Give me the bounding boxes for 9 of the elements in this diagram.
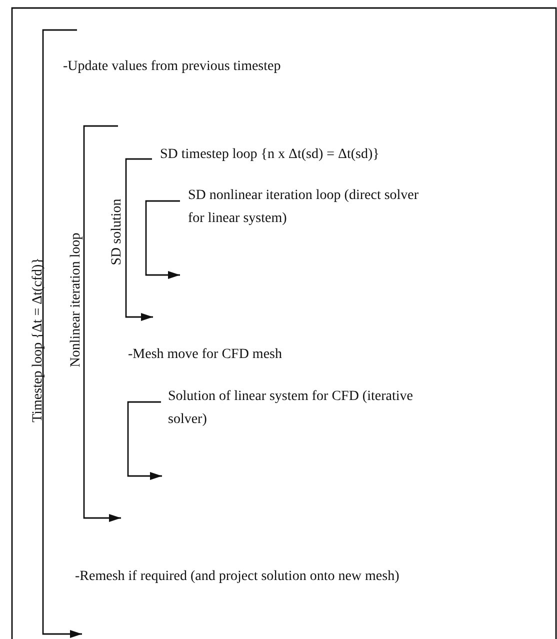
loop-label: SD nonlinear iteration loop (direct solver for linear system)	[188, 187, 420, 228]
loop-label: Timestep loop {Δt = Δt(cfd)}	[30, 258, 46, 422]
loop-label: Solution of linear system for CFD (iterative solver)	[168, 388, 414, 429]
step-text: -Update values from previous timestep	[63, 58, 281, 76]
step-text: -Mesh move for CFD mesh	[128, 346, 282, 364]
loop-label: Nonlinear iteration loop	[68, 232, 84, 368]
step-text: -Remesh if required (and project solution onto new mesh)	[75, 568, 400, 586]
loop-label: SD timestep loop {n x Δt(sd) = Δt(sd)}	[160, 146, 380, 164]
loop-label: SD solution	[108, 198, 126, 266]
